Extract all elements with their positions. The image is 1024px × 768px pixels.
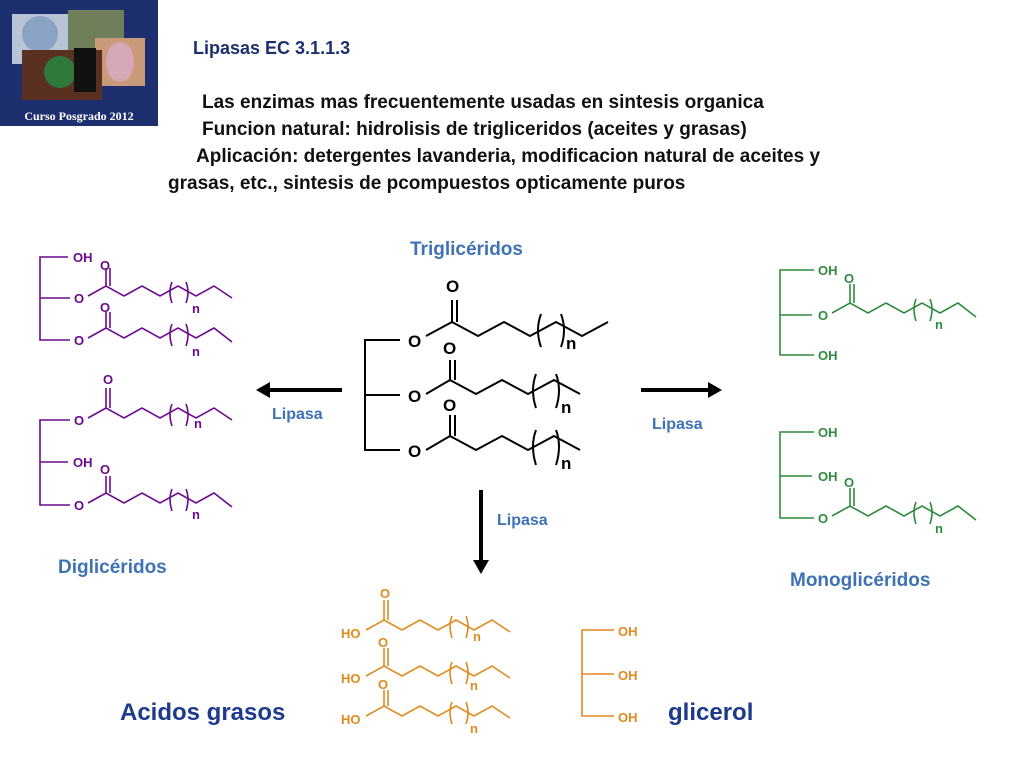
repeat-n: n [561,454,571,473]
atom-O: O [818,511,828,526]
repeat-n: n [470,678,478,693]
fatty-acids-structure [365,600,511,725]
bullet-list: Las enzimas mas frecuentemente usadas en… [168,89,978,197]
atom-O: O [408,442,421,461]
bullet-item: Funcion natural: hidrolisis de triglicer… [168,116,978,143]
atom-OH: OH [73,455,93,470]
bullet-text: Funcion natural: hidrolisis de triglicer… [202,119,747,140]
atom-O: O [844,271,854,286]
repeat-n: n [470,721,478,736]
atom-OH: OH [618,668,638,683]
atom-O: O [818,308,828,323]
repeat-n: n [566,334,576,353]
diglyceride-atom-labels: OH O O n O O n O O n OH O O n [73,250,202,522]
enzyme-label-bottom: Lipasa [497,512,548,529]
bullet-item: Aplicación: detergentes lavanderia, modi… [168,143,978,170]
atom-OH: OH [618,710,638,725]
repeat-n: n [473,629,481,644]
monoglyceride-atom-labels: OH O O n OH OH OH O O n [818,263,943,536]
diglyceride-structure-2 [39,388,233,512]
monoglyceride-structure-1 [779,269,977,356]
atom-HO: HO [341,626,361,641]
atom-O: O [446,277,459,296]
atom-O: O [74,413,84,428]
bullet-item: Las enzimas mas frecuentemente usadas en… [168,89,978,116]
atom-O: O [74,333,84,348]
atom-HO: HO [341,712,361,727]
repeat-n: n [192,301,200,316]
atom-OH: OH [618,624,638,639]
glycerol-structure [581,629,614,717]
label-digliceridos: Diglicéridos [58,557,167,578]
atom-O: O [103,372,113,387]
repeat-n: n [561,398,571,417]
atom-OH: OH [818,425,838,440]
slide-title: Lipasas EC 3.1.1.3 [193,38,351,58]
enzyme-label-right: Lipasa [652,416,703,433]
atom-O: O [378,635,388,650]
atom-O: O [100,300,110,315]
arrow-to-diglycerides [256,382,342,398]
repeat-n: n [194,416,202,431]
label-glicerol: glicerol [668,699,754,726]
bullet-text: Las enzimas mas frecuentemente usadas en… [202,92,764,113]
label-acidos-grasos: Acidos grasos [120,699,286,726]
triglyceride-atom-labels: O O n O O n O O n [408,277,576,473]
arrow-to-monoglycerides [641,382,722,398]
diglyceride-structure-1 [39,256,233,347]
triglyceride-structure [364,300,609,466]
repeat-n: n [192,344,200,359]
fatty-acid-atom-labels: O HO n O HO n O HO n [341,586,481,736]
atom-HO: HO [341,671,361,686]
atom-O: O [443,339,456,358]
atom-O: O [378,677,388,692]
atom-O: O [408,387,421,406]
atom-O: O [408,332,421,351]
atom-O: O [74,498,84,513]
atom-OH: OH [818,469,838,484]
atom-O: O [844,475,854,490]
bullet-text: Aplicación: detergentes lavanderia, modi… [196,146,821,167]
atom-OH: OH [73,250,93,265]
atom-OH: OH [818,263,838,278]
course-logo: Curso Posgrado 2012 [0,0,158,126]
label-monogliceridos: Monoglicéridos [790,570,931,591]
bullet-continuation: grasas, etc., sintesis de pcompuestos op… [168,170,978,197]
repeat-n: n [935,521,943,536]
bullet-text: grasas, etc., sintesis de pcompuestos op… [168,173,686,194]
enzyme-label-left: Lipasa [272,406,323,423]
atom-O: O [443,396,456,415]
atom-O: O [100,462,110,477]
atom-OH: OH [818,348,838,363]
arrow-to-products [473,490,489,574]
repeat-n: n [192,507,200,522]
label-trigliceridos: Triglicéridos [410,239,523,260]
atom-O: O [100,258,110,273]
atom-O: O [74,291,84,306]
repeat-n: n [935,317,943,332]
atom-O: O [380,586,390,601]
logo-caption: Curso Posgrado 2012 [24,109,134,123]
monoglyceride-structure-2 [779,431,977,525]
logo-collage-image [0,0,158,126]
glycerol-atom-labels: OH OH OH [618,624,638,725]
